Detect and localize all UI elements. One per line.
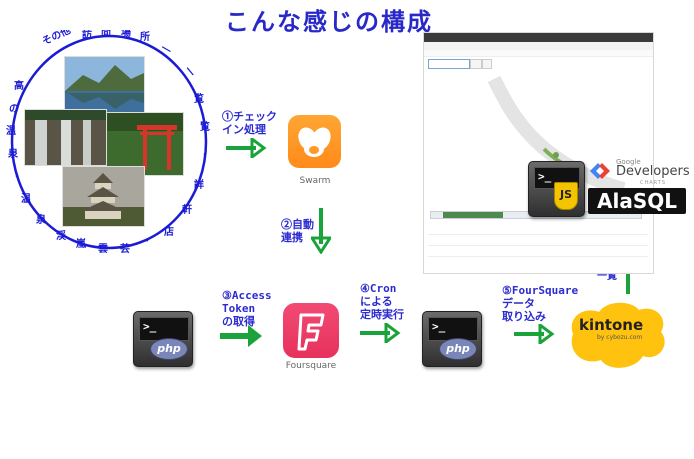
svg-text:泉: 泉 [35,213,47,226]
step5-label: ⑤FourSquare データ 取り込み [502,284,579,323]
js-badge: JS [554,182,578,210]
svg-text:泉: 泉 [7,147,19,160]
google-developers-icon [590,163,610,179]
svg-text:雲: 雲 [98,243,108,255]
php-server-icon: >_ php [422,311,482,367]
svg-text:場: 場 [121,30,131,39]
step6-label: 一覧 [597,271,617,282]
terminal-prompt: >_ [432,320,446,333]
svg-text:所: 所 [140,30,150,43]
php-badge: php [439,338,477,360]
arrow-down-icon [311,208,331,254]
arrow-right-icon [226,138,267,158]
table-row [428,236,648,246]
alasql-logo: AlaSQL [588,188,686,214]
dashboard-screenshot [423,32,654,274]
terminal-prompt: >_ [538,170,552,183]
php-server-icon: >_ php [133,311,193,367]
svg-text:問: 問 [101,30,111,38]
svg-text:一: 一 [159,43,173,58]
lake-photo [64,56,145,113]
chart-view-toggle [470,59,482,69]
waterfall-photo [24,109,107,166]
kintone-wordmark: kintone [579,316,644,334]
svg-text:・: ・ [12,172,22,183]
svg-text:軒: 軒 [182,203,192,216]
arrow-right-icon [360,323,401,343]
svg-text:温: 温 [21,192,31,205]
table-row [428,247,648,257]
step1-label: ①チェック イン処理 [222,110,277,136]
step2-label: ②自動 連携 [281,218,314,244]
foursquare-app-icon [283,303,339,358]
table-row [428,225,648,235]
swarm-caption: Swarm [299,176,331,186]
svg-text:芸: 芸 [120,242,130,255]
step3-label: ③Access Token の取得 [222,289,272,328]
terminal-prompt: >_ [143,320,157,333]
app-breadcrumb-bar [424,50,653,57]
svg-text:・: ・ [142,236,152,247]
svg-text:覧: 覧 [199,120,210,133]
kintone-logo: kintone by cybozu.com [565,296,670,372]
svg-text:嵐: 嵐 [76,237,87,250]
php-badge: php [150,338,188,360]
svg-text:詳: 詳 [194,178,204,191]
pagoda-photo [62,166,145,227]
svg-text:・: ・ [200,150,210,161]
javascript-terminal-icon: >_ JS [528,161,585,217]
page-title: こんな感じの構成 [225,8,433,36]
step4-label: ④Cron による 定時実行 [360,282,404,321]
arrow-right-icon [220,325,262,347]
svg-text:訪: 訪 [82,30,92,41]
google-developers-name: Developers [616,164,690,179]
google-charts-logo: Google Developers CHARTS [588,158,690,186]
svg-text:覧: 覧 [193,92,204,105]
app-header-bar [424,33,653,42]
foursquare-caption: Foursquare [285,361,337,371]
shrine-photo [106,112,184,176]
svg-text:の: の [9,104,19,115]
arrow-right-icon [514,324,555,344]
settings-toggle [482,59,492,69]
swarm-app-icon [288,115,341,168]
svg-text:渓: 渓 [56,229,67,242]
search-field [428,59,470,69]
svg-text:温: 温 [6,124,16,137]
svg-text:一: 一 [182,65,197,80]
svg-text:店: 店 [164,225,174,238]
kintone-byline: by cybozu.com [597,334,643,341]
svg-text:高: 高 [14,79,24,92]
google-charts-sub: CHARTS [640,180,667,186]
places-circle: その他 訪問場所 一 一 覧覧 ・詳 軒店 ・芸 雲嵐 渓泉 温・ 泉温 の高 [6,30,210,255]
google-brand: Google [616,158,641,166]
